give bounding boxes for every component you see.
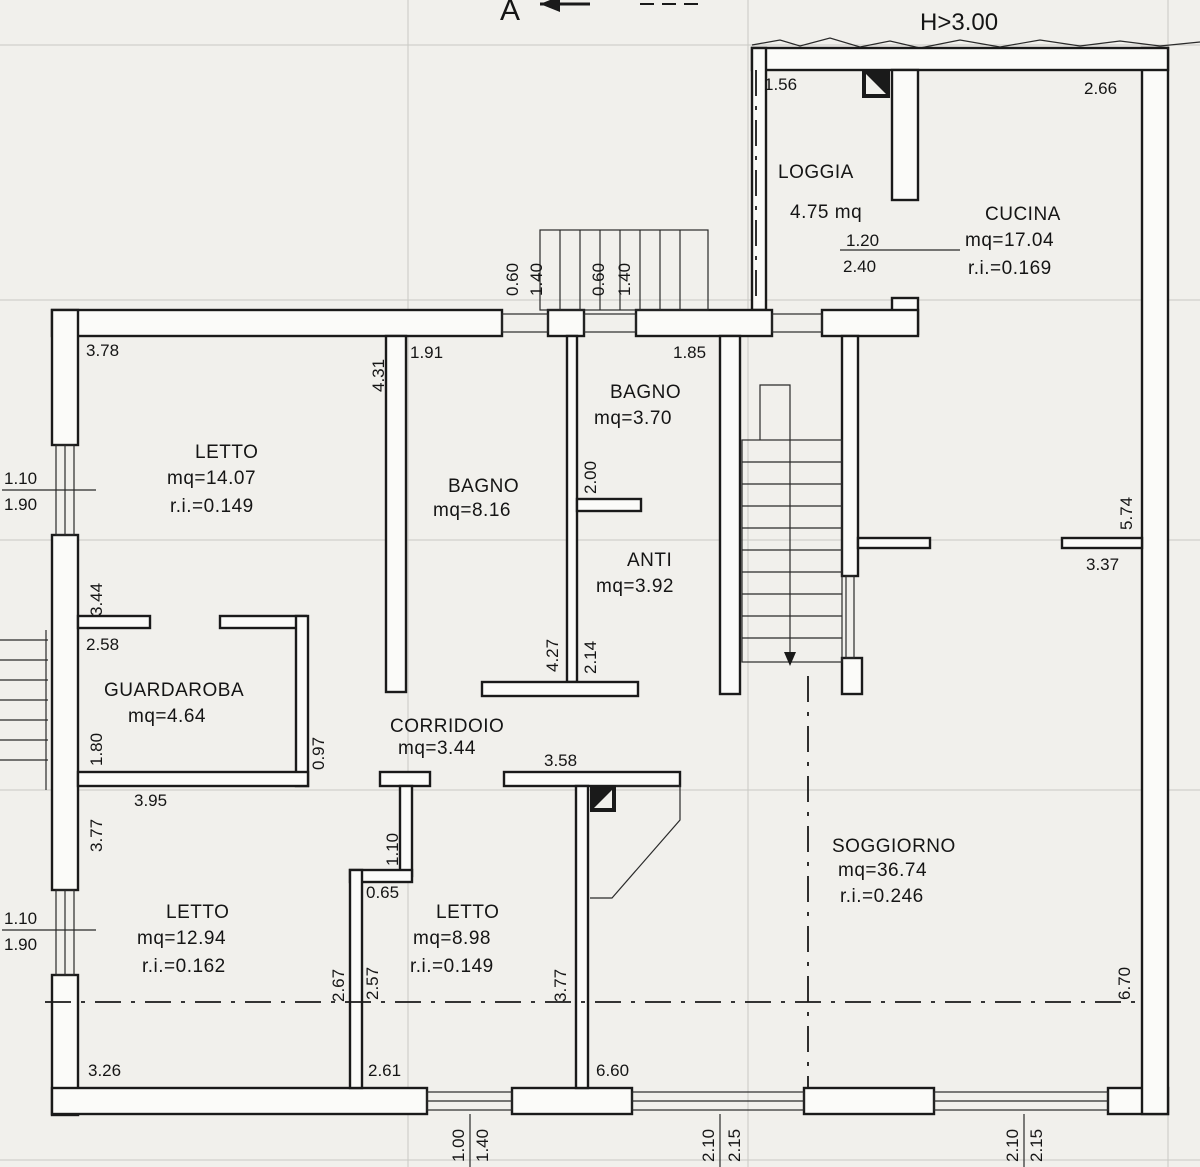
dim-label: 1.10 [383, 833, 402, 866]
dim-label: 0.60 [589, 263, 608, 296]
terrain-hatch [751, 37, 1200, 49]
dim-label: 1.10 [4, 909, 37, 928]
anti-name: ANTI [627, 550, 672, 571]
loggia-name: LOGGIA [778, 162, 854, 183]
soggiorno-area: mq=36.74 [838, 860, 927, 881]
dim-label: 1.40 [615, 263, 634, 296]
dim-label: 0.97 [309, 737, 328, 770]
guardaroba-name: GUARDAROBA [104, 680, 244, 701]
dim-label: 1.80 [87, 733, 106, 766]
dim-label: 3.58 [544, 751, 577, 770]
dim-label: 1.90 [4, 495, 37, 514]
letto3-area: mq=8.98 [413, 928, 491, 949]
cucina-area: mq=17.04 [965, 230, 1054, 251]
dim-label: 1.10 [4, 469, 37, 488]
dim-label: 3.44 [87, 583, 106, 616]
bagno-small-name: BAGNO [610, 382, 681, 403]
dim-label: 2.57 [363, 967, 382, 1000]
dim-label: 1.40 [527, 263, 546, 296]
dim-label: 3.77 [87, 819, 106, 852]
letto1-area: mq=14.07 [167, 468, 256, 489]
chimney-flues [590, 70, 890, 899]
dim-label: 1.40 [473, 1129, 492, 1162]
corridoio-area: mq=3.44 [398, 738, 476, 759]
dim-label: 2.61 [368, 1061, 401, 1080]
dim-label: 3.26 [88, 1061, 121, 1080]
dim-label: 4.27 [543, 639, 562, 672]
letto1-name: LETTO [195, 442, 258, 463]
cucina-name: CUCINA [985, 204, 1061, 225]
dim-label: 0.65 [366, 883, 399, 902]
loggia-area: 4.75 mq [790, 202, 862, 223]
dim-label: 1.00 [449, 1129, 468, 1162]
cucina-ri: r.i.=0.169 [968, 258, 1052, 279]
guardaroba-area: mq=4.64 [128, 706, 206, 727]
dim-label: 2.67 [329, 969, 348, 1002]
dim-label: 1.90 [4, 935, 37, 954]
dim-label: 3.78 [86, 341, 119, 360]
dim-label: 2.66 [1084, 79, 1117, 98]
height-note: H>3.00 [920, 9, 998, 36]
dim-label: 2.00 [581, 461, 600, 494]
dim-label: 1.91 [410, 343, 443, 362]
letto2-name: LETTO [166, 902, 229, 923]
dim-label: 6.60 [596, 1061, 629, 1080]
dim-label: 1.56 [764, 75, 797, 94]
dim-label: 2.15 [725, 1129, 744, 1162]
section-mark-label: A [500, 0, 520, 27]
corridoio-name: CORRIDOIO [390, 716, 504, 737]
anti-area: mq=3.92 [596, 576, 674, 597]
dim-label: 2.10 [1003, 1129, 1022, 1162]
dim-label: 2.10 [699, 1129, 718, 1162]
dim-label: 4.31 [369, 359, 388, 392]
bagno-small-area: mq=3.70 [594, 408, 672, 429]
room-labels: LOGGIA 4.75 mq CUCINA mq=17.04 r.i.=0.16… [104, 162, 1061, 977]
letto3-name: LETTO [436, 902, 499, 923]
letto2-ri: r.i.=0.162 [142, 956, 226, 977]
letto3-ri: r.i.=0.149 [410, 956, 494, 977]
dim-label: 5.74 [1117, 497, 1136, 530]
left-exterior-stairs [0, 630, 48, 790]
dim-label: 3.37 [1086, 555, 1119, 574]
dim-label: 1.20 [846, 231, 879, 250]
dim-label: 2.58 [86, 635, 119, 654]
dim-label: 2.40 [843, 257, 876, 276]
bagno-big-name: BAGNO [448, 476, 519, 497]
dim-label: 2.15 [1027, 1129, 1046, 1162]
dimension-labels: 1.56 2.66 1.20 2.40 0.60 1.40 0.60 1.40 … [2, 75, 1136, 1167]
dim-label: 2.14 [581, 641, 600, 674]
internal-staircase [741, 384, 843, 666]
external-steps [539, 229, 709, 311]
letto2-area: mq=12.94 [137, 928, 226, 949]
dim-label: 6.70 [1115, 967, 1134, 1000]
dim-label: 3.95 [134, 791, 167, 810]
section-arrow [540, 0, 700, 12]
soggiorno-name: SOGGIORNO [832, 836, 956, 857]
dim-label: 1.85 [673, 343, 706, 362]
dim-label: 3.77 [551, 969, 570, 1002]
bagno-big-area: mq=8.16 [433, 500, 511, 521]
letto1-ri: r.i.=0.149 [170, 496, 254, 517]
dim-label: 0.60 [503, 263, 522, 296]
soggiorno-ri: r.i.=0.246 [840, 886, 924, 907]
